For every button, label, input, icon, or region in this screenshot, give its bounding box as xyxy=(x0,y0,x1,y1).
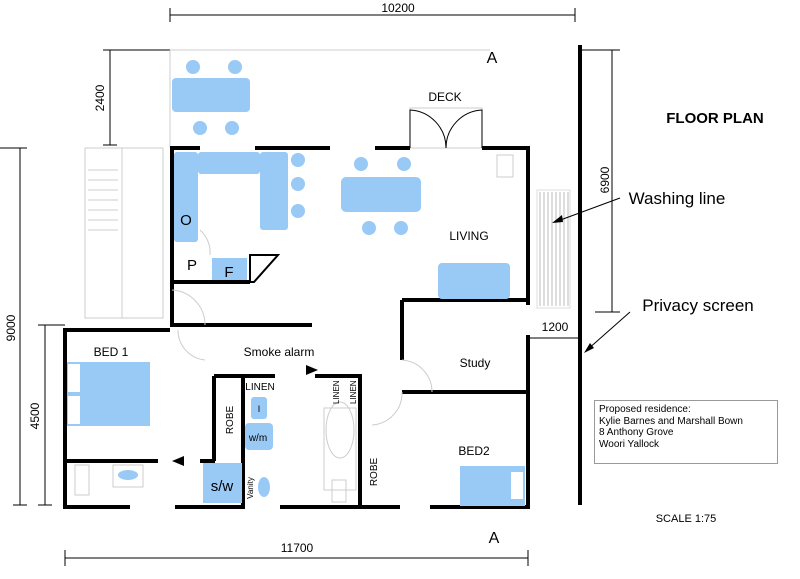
dim-bed-depth: 4500 xyxy=(28,402,42,429)
kitchen-bench xyxy=(174,152,198,242)
address-block: Proposed residence: Kylie Barnes and Mar… xyxy=(594,400,778,464)
label-smoke-alarm: Smoke alarm xyxy=(244,345,315,359)
label-robe: ROBE xyxy=(369,458,380,487)
label-bed2: BED2 xyxy=(458,444,490,458)
pillow xyxy=(511,472,523,499)
arrow-left-icon xyxy=(172,456,184,466)
label-washing-machine: w/m xyxy=(248,433,267,444)
laundry-tub xyxy=(251,397,267,419)
label-deck: DECK xyxy=(428,90,461,104)
dining-chair xyxy=(394,221,408,235)
label-washing-line: Washing line xyxy=(629,189,726,208)
toilet xyxy=(331,479,347,503)
stool xyxy=(291,177,305,191)
deck-chair xyxy=(225,121,239,135)
arrow-icon xyxy=(552,215,563,223)
label-linen: LINEN xyxy=(349,380,358,404)
dim-top-width: 10200 xyxy=(381,1,415,15)
stool xyxy=(291,153,305,167)
label-linen: LINEN xyxy=(332,380,341,404)
dining-table xyxy=(341,177,421,212)
label-study: Study xyxy=(460,356,491,370)
label-oven: O xyxy=(180,212,192,229)
label-pantry: P xyxy=(187,257,197,274)
label-tub: I xyxy=(258,404,261,414)
doors xyxy=(171,229,433,426)
address-line: Kylie Barnes and Marshall Bown xyxy=(599,415,743,427)
dim-side-depth: 6900 xyxy=(598,166,612,193)
stool xyxy=(291,204,305,218)
fridge xyxy=(212,258,247,280)
label-living: LIVING xyxy=(449,229,488,243)
privacy-screen-leader xyxy=(586,311,631,351)
deck-table xyxy=(172,78,250,112)
kitchen-sink-bench xyxy=(198,152,260,174)
fridge-recess xyxy=(249,254,281,283)
bath xyxy=(325,401,355,459)
label-bed1: BED 1 xyxy=(94,345,129,359)
washing-line-leader xyxy=(554,197,621,223)
label-linen: LINEN xyxy=(245,382,274,393)
bed1-bed xyxy=(67,362,150,426)
address-line: Proposed residence: xyxy=(599,404,691,415)
page-title: FLOOR PLAN xyxy=(666,110,764,127)
kitchen-island xyxy=(260,152,288,230)
label-fridge: F xyxy=(224,264,233,281)
address-line: Woori Yallock xyxy=(599,438,660,450)
washing-line xyxy=(536,189,571,309)
section-mark-bottom: A xyxy=(489,530,500,547)
arrow-icon xyxy=(584,343,594,353)
walls xyxy=(63,146,530,509)
dining-chair xyxy=(354,157,368,171)
stairs xyxy=(84,147,164,319)
vanity-basin xyxy=(258,477,270,497)
dim-total-depth: 9000 xyxy=(4,314,18,341)
washing-machine xyxy=(245,423,273,450)
deck-door xyxy=(409,107,483,149)
label-privacy-screen: Privacy screen xyxy=(642,296,753,315)
section-mark-top: A xyxy=(487,50,498,67)
deck-chair xyxy=(193,121,207,135)
label-robe: ROBE xyxy=(225,406,236,435)
dim-deck-depth: 2400 xyxy=(93,84,107,111)
pillow xyxy=(68,364,80,392)
pillow xyxy=(68,396,80,424)
dim-bottom-width: 11700 xyxy=(281,541,314,555)
shower-wc xyxy=(203,463,242,503)
dining-chair xyxy=(362,221,376,235)
toilet xyxy=(74,464,90,496)
arrow-right-icon xyxy=(306,365,318,375)
ensuite-basin xyxy=(118,470,138,480)
dim-side-gap: 1200 xyxy=(542,320,569,334)
address-line: 8 Anthony Grove xyxy=(599,427,674,438)
label-shower-wc: s/w xyxy=(211,478,234,495)
dimension-lines xyxy=(0,8,620,566)
sofa xyxy=(438,263,510,299)
scale-label: SCALE 1:75 xyxy=(656,513,717,525)
furniture xyxy=(67,60,525,506)
dining-chair xyxy=(397,157,411,171)
label-vanity: Vanity xyxy=(246,477,255,499)
deck-chair xyxy=(228,60,242,74)
deck-chair xyxy=(186,60,200,74)
